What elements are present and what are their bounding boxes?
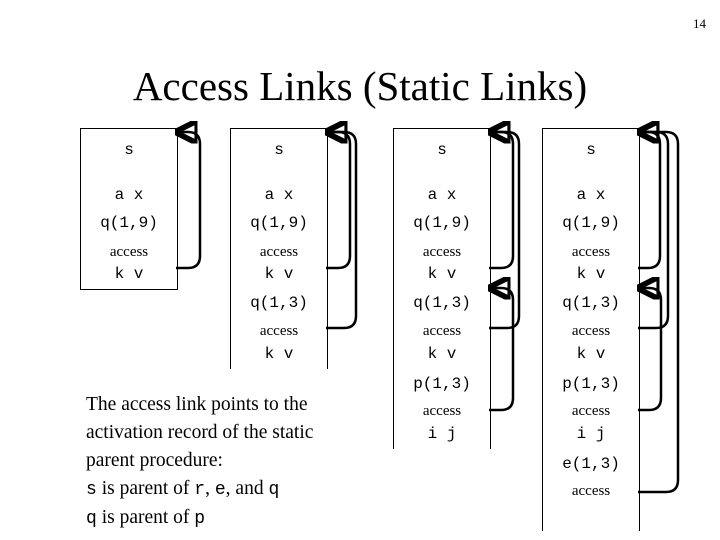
frame-access-label: access xyxy=(422,323,462,339)
frame-vars: k v xyxy=(427,265,457,283)
code-q: q xyxy=(268,480,280,500)
activation-stack-1: s a x q(1,9) access k v xyxy=(80,128,178,290)
access-link-arrow xyxy=(489,132,521,330)
frame-vars: i j xyxy=(576,425,606,443)
caption-line: s is parent of r, e, and q xyxy=(86,475,386,504)
access-link-arrow xyxy=(638,132,662,270)
frame-call: e(1,3) xyxy=(562,455,620,473)
page-number: 14 xyxy=(693,16,706,31)
frame-vars: k v xyxy=(576,345,606,363)
caption-line: q is parent of p xyxy=(86,504,386,533)
frame-call: q(1,3) xyxy=(562,294,620,312)
caption-line: parent procedure: xyxy=(86,450,223,471)
slide-title: Access Links (Static Links) xyxy=(132,63,588,109)
frame-vars: a x xyxy=(114,186,144,204)
frame-access-label: access xyxy=(259,323,299,339)
frame-call: q(1,9) xyxy=(100,214,158,232)
frame-access-label: access xyxy=(259,244,299,260)
frame-vars: k v xyxy=(576,265,606,283)
frame-vars: k v xyxy=(427,345,457,363)
activation-stack-4: s a x q(1,9) access k v q(1,3) access k … xyxy=(542,128,640,531)
frame-s: s xyxy=(586,141,596,159)
caption-text: , xyxy=(205,478,215,499)
frame-access-label: access xyxy=(571,403,611,419)
activation-stack-3: s a x q(1,9) access k v q(1,3) access k … xyxy=(393,128,491,449)
frame-call: q(1,9) xyxy=(413,214,471,232)
access-link-arrow xyxy=(326,132,358,330)
frame-access-label: access xyxy=(422,244,462,260)
frame-s: s xyxy=(274,141,284,159)
explanation-text: The access link points to the activation… xyxy=(86,391,386,533)
frame-call: p(1,3) xyxy=(562,375,620,393)
frame-call: q(1,9) xyxy=(250,214,308,232)
frame-call: q(1,9) xyxy=(562,214,620,232)
frame-s: s xyxy=(437,141,447,159)
caption-line: activation record of the static xyxy=(86,422,314,443)
code-q: q xyxy=(86,509,97,529)
frame-access-label: access xyxy=(571,323,611,339)
frame-access-label: access xyxy=(571,483,611,499)
access-link-arrow xyxy=(489,288,515,412)
access-link-arrow xyxy=(638,132,680,494)
frame-call: p(1,3) xyxy=(413,375,471,393)
code-e: e xyxy=(214,480,226,500)
access-link-arrow xyxy=(638,132,670,330)
access-link-arrow xyxy=(176,132,202,270)
code-p: p xyxy=(194,509,206,529)
activation-stack-2: s a x q(1,9) access k v q(1,3) access k … xyxy=(230,128,328,369)
frame-call: q(1,3) xyxy=(250,294,308,312)
caption-text: , and xyxy=(225,478,269,499)
frame-s: s xyxy=(124,141,134,159)
frame-vars: i j xyxy=(427,425,457,443)
access-link-arrow xyxy=(326,132,352,270)
access-link-arrow xyxy=(638,288,663,412)
frame-vars: k v xyxy=(264,265,294,283)
caption-text: is parent of xyxy=(96,478,195,499)
frame-vars: a x xyxy=(576,186,606,204)
caption-line: The access link points to the xyxy=(86,394,308,415)
code-s: s xyxy=(86,480,97,500)
frame-access-label: access xyxy=(571,244,611,260)
caption-text: is parent of xyxy=(96,507,195,528)
frame-vars: a x xyxy=(427,186,457,204)
code-r: r xyxy=(194,480,206,500)
frame-access-label: access xyxy=(422,403,462,419)
frame-vars: k v xyxy=(114,265,144,283)
frame-call: q(1,3) xyxy=(413,294,471,312)
access-link-arrow xyxy=(489,132,515,270)
frame-access-label: access xyxy=(109,244,149,260)
frame-vars: a x xyxy=(264,186,294,204)
frame-vars: k v xyxy=(264,345,294,363)
